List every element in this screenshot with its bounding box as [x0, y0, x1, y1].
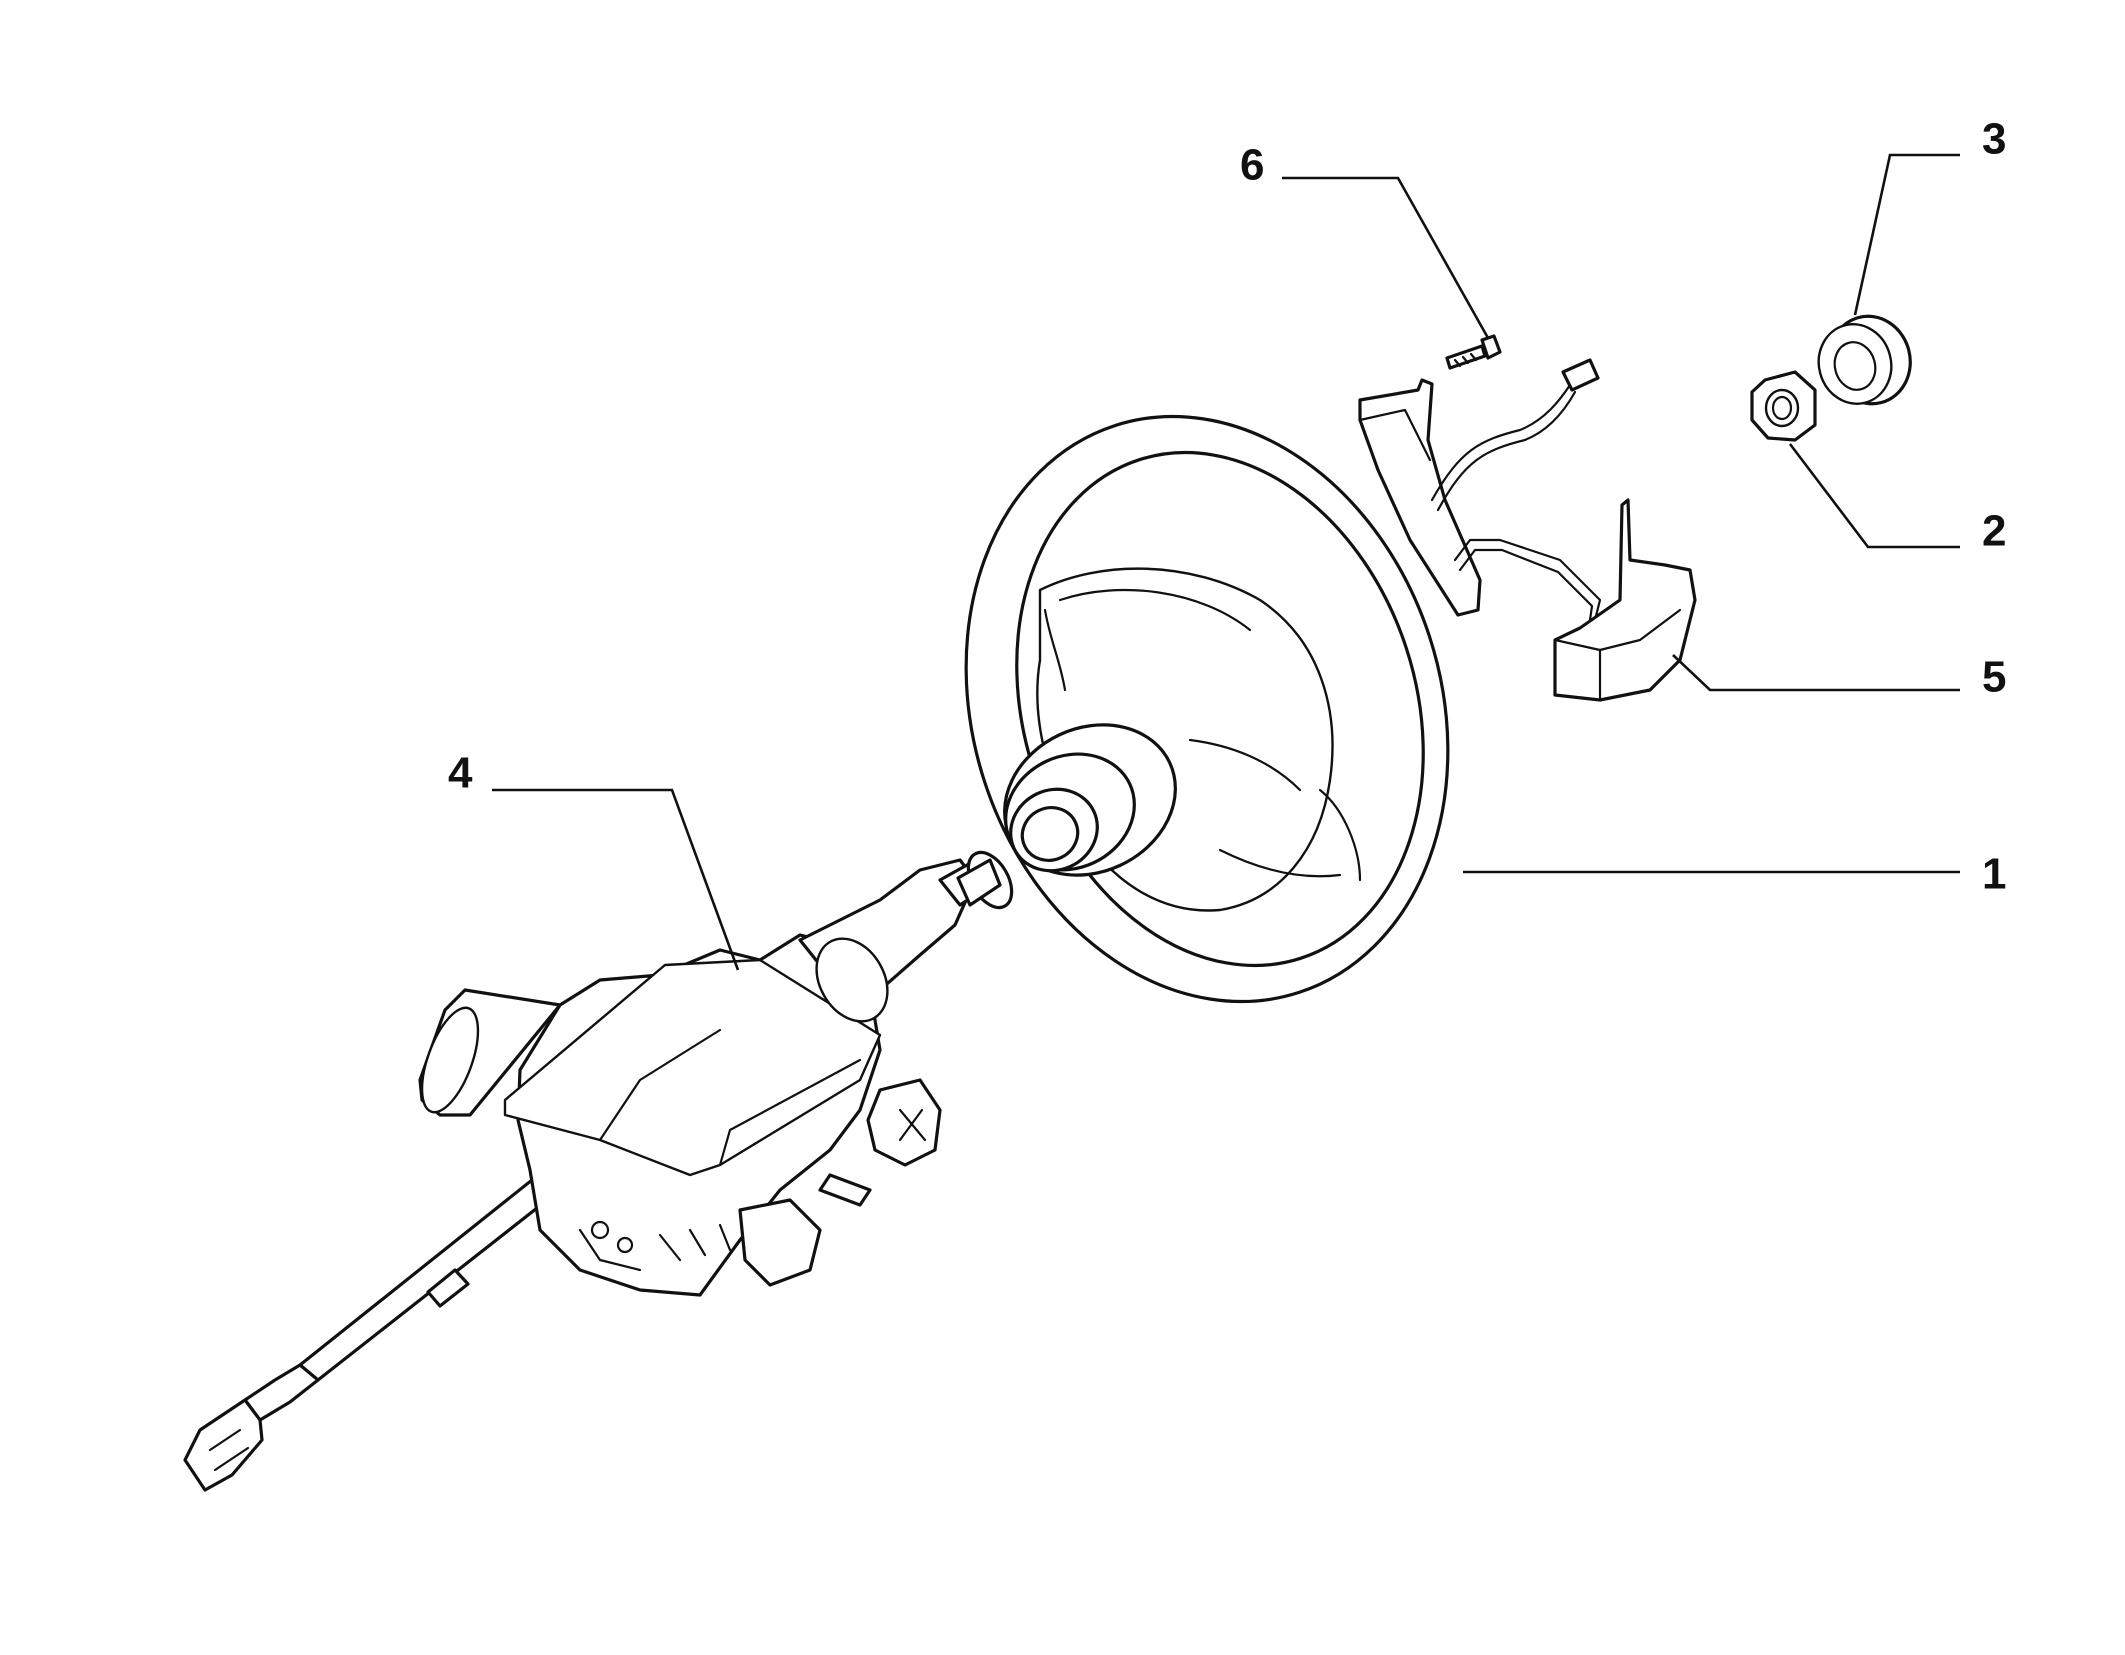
callout-3: 3 — [1982, 115, 2006, 164]
leader-line-5 — [1672, 654, 1960, 692]
leader-line-2 — [1788, 443, 1960, 549]
switch-cover-assembly — [1358, 358, 1697, 702]
callout-2: 2 — [1982, 507, 2006, 556]
callout-1: 1 — [1982, 850, 2006, 899]
leader-lines — [492, 153, 1960, 971]
leader-line-3 — [1853, 153, 1960, 316]
callout-5: 5 — [1982, 653, 2006, 702]
nut — [1750, 370, 1817, 442]
steering-wheel — [964, 414, 1450, 1004]
bolt — [1445, 334, 1502, 370]
steering-column — [183, 850, 1014, 1492]
callout-6: 6 — [1240, 141, 1264, 190]
washer — [1817, 314, 1912, 406]
leader-line-4 — [492, 788, 740, 971]
leader-line-6 — [1282, 176, 1490, 339]
callout-4: 4 — [448, 749, 473, 798]
callout-numbers: 1 2 3 4 5 6 — [448, 115, 2006, 899]
